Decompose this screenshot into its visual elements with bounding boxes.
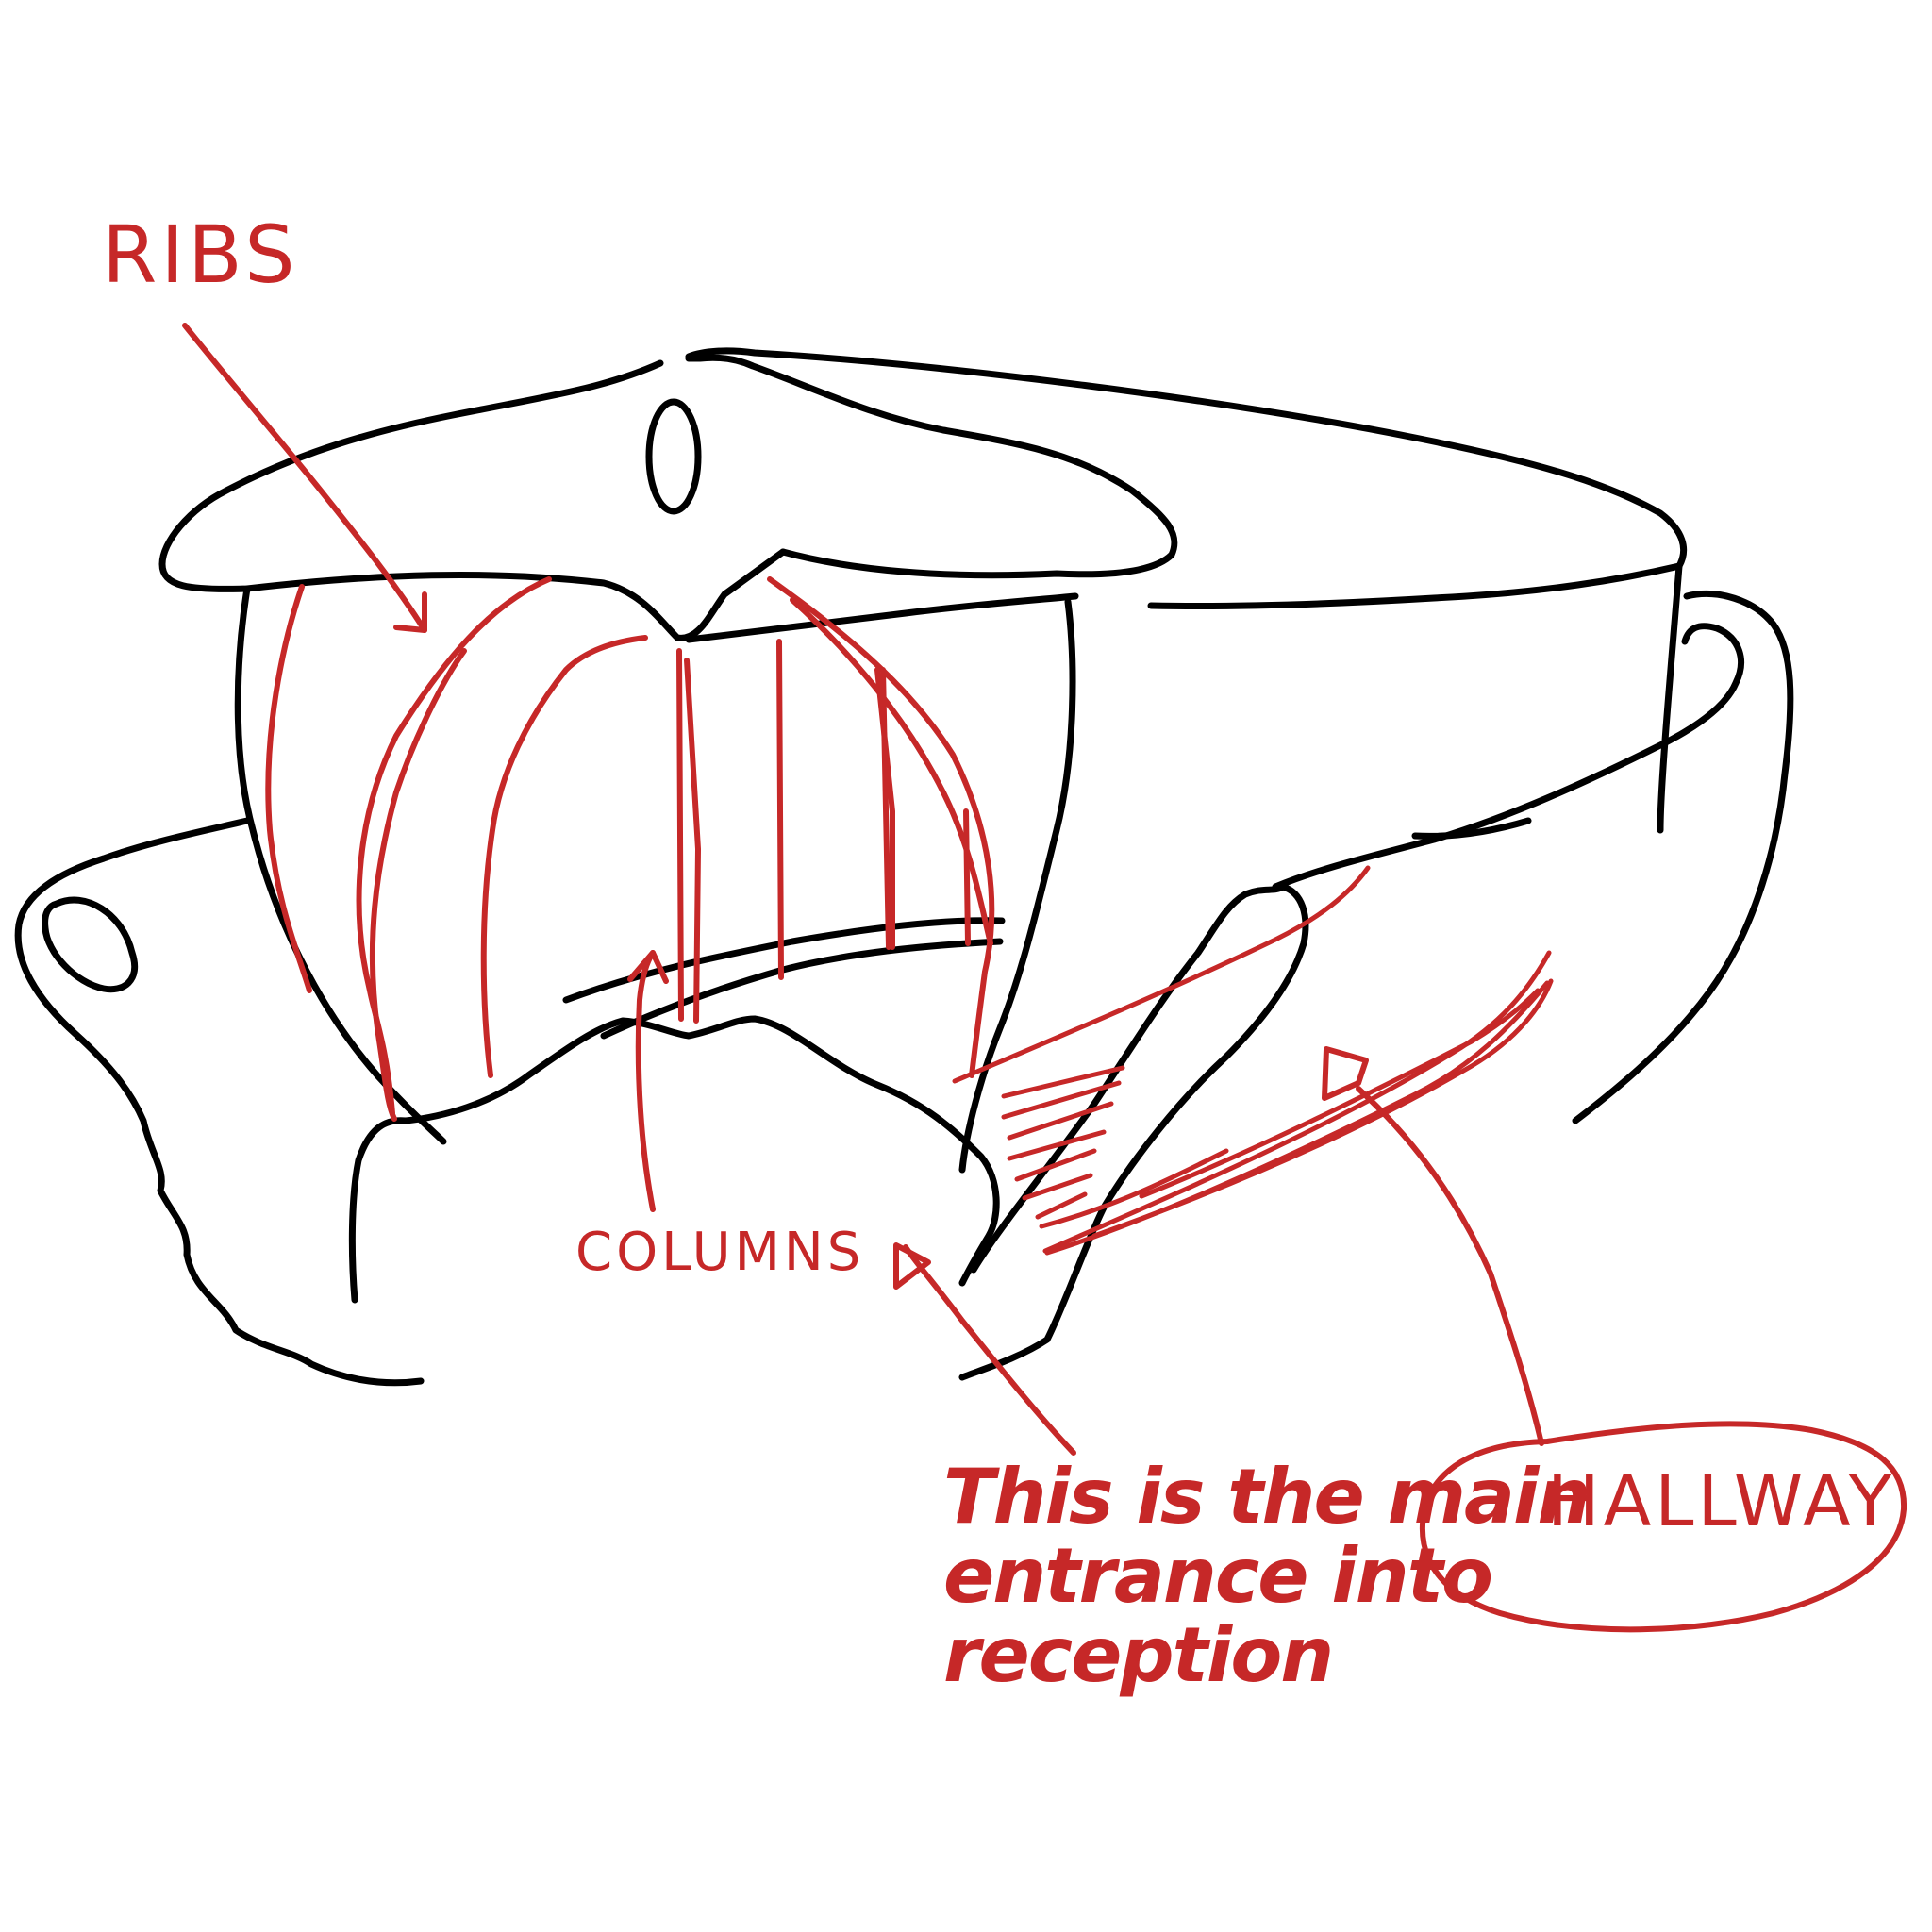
hallway-outer-wall [1575,594,1790,1121]
column-line [966,811,968,943]
interior-ceiling [689,596,1075,640]
hallway-arrow-shaft [1358,1089,1541,1443]
rib-line [359,579,549,1113]
rib-line [268,587,309,991]
entrance-arrow-head [896,1245,928,1287]
entrance-arrow-shaft [906,1247,1074,1453]
left-wing-wall [238,589,443,1141]
interior-floor-band [604,941,1000,1036]
entrance-label-line: This is the main [943,1457,1589,1537]
hatch-shading [1045,953,1549,1251]
column-line [679,651,681,1019]
entrance-label: This is the main entrance into reception [943,1457,1589,1695]
hallway-label: HALLWAY [1547,1467,1895,1537]
right-gateway-pier [962,887,1306,1377]
entrance-label-line: entrance into [943,1537,1589,1616]
ribs-label: RIBS [102,215,299,294]
columns-label: COLUMNS [575,1226,864,1279]
left-wing-ring-opening [45,900,135,990]
hatch-shading [1047,983,1547,1253]
entrance-label-line: reception [943,1616,1589,1695]
annotation-marks [185,325,1904,1629]
roof-long-beam [689,351,1684,607]
column-line [779,641,781,977]
building-outline [18,351,1790,1383]
columns-arrow-shaft [639,953,653,1209]
roof-oval-opening [649,402,698,511]
interior-floor-band-lower [566,921,1002,1000]
roof-beam-front-edge [1660,566,1679,830]
hatch-shading [1004,1083,1119,1117]
rib-line [484,638,645,1075]
